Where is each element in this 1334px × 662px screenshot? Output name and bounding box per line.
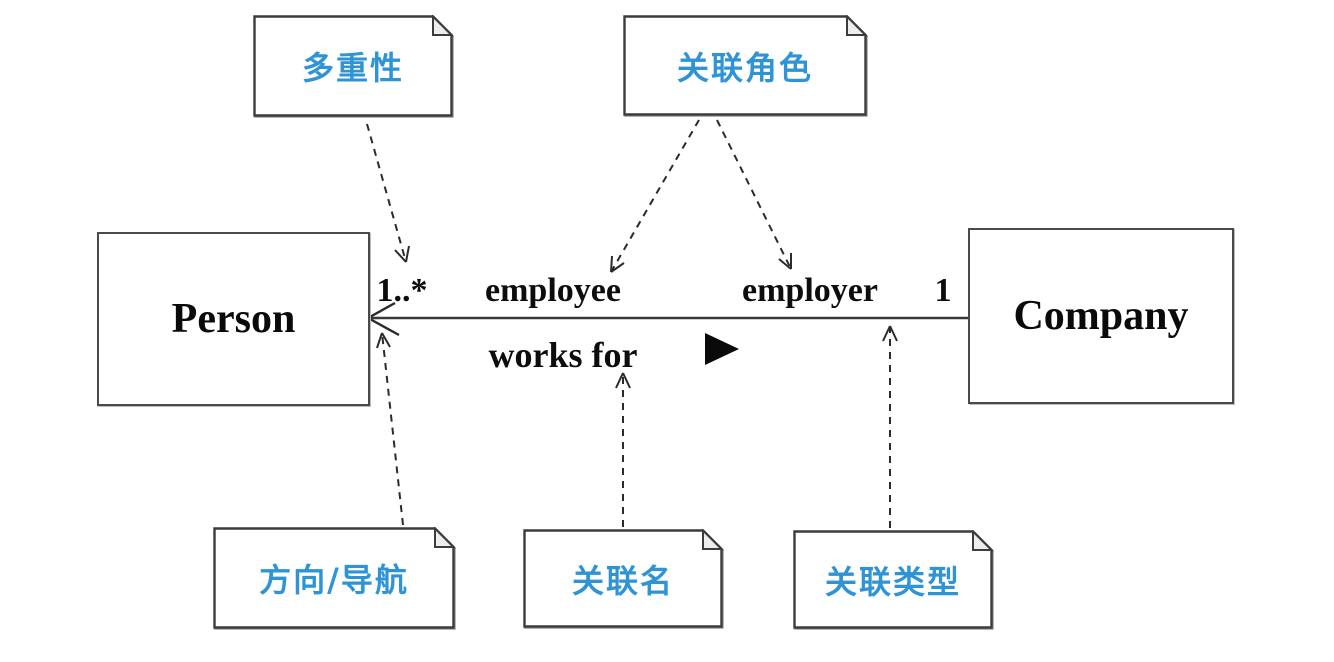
note-arrow-direction <box>376 332 404 526</box>
role-label-employee: employee <box>485 272 621 309</box>
class-box-person: Person <box>97 232 370 406</box>
note-direction-navigation: 方向/导航 <box>213 527 455 629</box>
class-name-person: Person <box>171 296 296 342</box>
note-text-association-name: 关联名 <box>571 561 674 600</box>
role-label-employer: employer <box>742 272 878 309</box>
note-shape-icon <box>213 527 455 629</box>
note-arrow-multiplicity <box>366 123 410 263</box>
note-shape-icon <box>623 15 867 116</box>
note-text-multiplicity: 多重性 <box>301 49 404 87</box>
association-name-label: works for <box>488 335 638 375</box>
note-association-role: 关联角色 <box>623 15 867 116</box>
note-shape-icon <box>793 530 993 629</box>
note-arrow-type <box>882 325 898 528</box>
class-box-company: Company <box>968 228 1234 404</box>
multiplicity-label-right: 1 <box>934 272 952 309</box>
note-multiplicity: 多重性 <box>253 15 453 117</box>
note-shape-icon <box>253 15 453 117</box>
direction-triangle-icon <box>705 333 739 365</box>
note-arrow-name <box>615 372 631 527</box>
class-name-company: Company <box>1013 293 1189 339</box>
note-arrow-role-employer <box>716 119 792 270</box>
note-arrow-role-employee <box>610 119 700 273</box>
note-text-association-role: 关联角色 <box>676 48 813 87</box>
navigability-arrowhead-icon <box>367 301 400 337</box>
multiplicity-label-left: 1..* <box>376 272 428 309</box>
note-association-type: 关联类型 <box>793 530 993 629</box>
note-text-association-type: 关联类型 <box>824 562 961 601</box>
note-association-name: 关联名 <box>523 529 723 628</box>
note-text-direction-navigation: 方向/导航 <box>259 561 409 599</box>
note-shape-icon <box>523 529 723 628</box>
